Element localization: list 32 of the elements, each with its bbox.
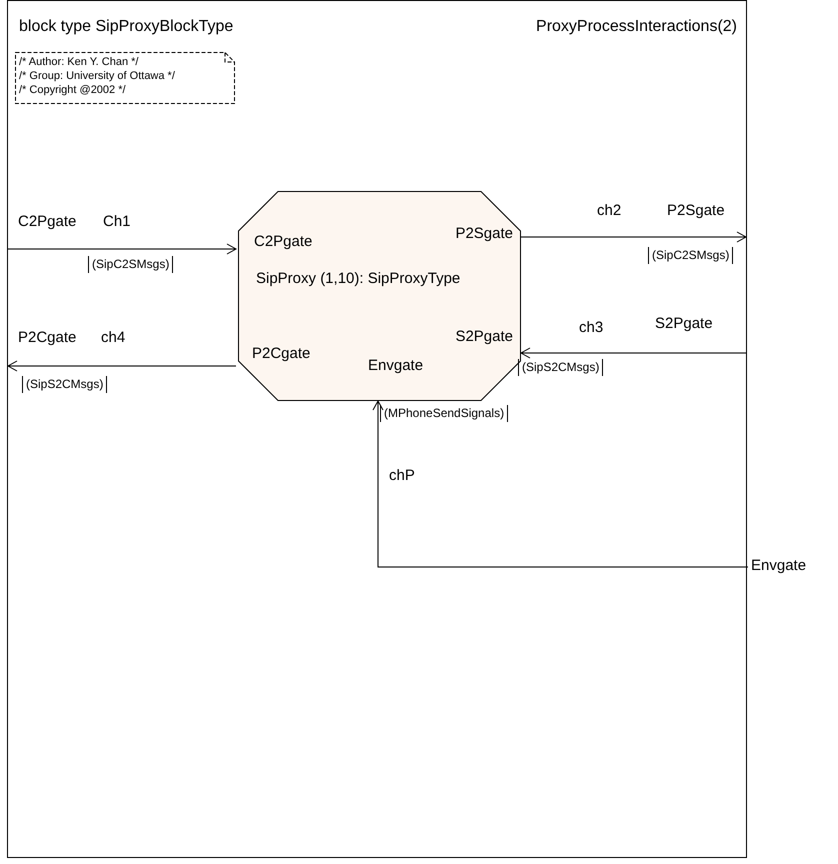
signal-list: (MPhoneSendSignals) [380,405,508,422]
gate-label: S2Pgate [455,329,513,346]
signal-list: (SipS2CMsgs) [518,359,604,376]
channel-arrow [8,360,236,372]
block-frame [7,0,747,858]
block-title: block type SipProxyBlockType [19,18,234,36]
channel-arrow [8,244,236,254]
diagram-name: ProxyProcessInteractions(2) [536,18,737,36]
comment-text: /* Author: Ken Y. Chan */ [19,56,138,68]
signal-list: (SipC2SMsgs) [648,247,734,264]
gate-label: S2Pgate [655,316,713,332]
process-name: SipProxy (1,10): SipProxyType [256,271,460,288]
channel-arrow [372,400,748,568]
comment-text: /* Group: University of Ottawa */ [19,70,175,82]
gate-label: C2Pgate [18,214,76,230]
channel-label: ch3 [579,320,604,336]
gate-label: Envgate [368,358,424,374]
gate-label: C2Pgate [254,234,312,250]
channel-label: ch2 [597,203,622,220]
channel-label: ch4 [101,330,126,346]
channel-arrow [520,232,746,242]
signal-list: (SipS2CMsgs) [22,376,108,394]
comment-text: /* Copyright @2002 */ [19,84,126,96]
channel-arrow [520,348,746,358]
gate-label: P2Sgate [455,226,513,242]
gate-label: P2Sgate [667,203,725,220]
gate-label: P2Cgate [18,330,76,346]
signal-list: (SipC2SMsgs) [88,256,174,274]
gate-label: P2Cgate [252,346,310,362]
channel-label: chP [389,468,415,484]
gate-label: Envgate [751,558,806,574]
channel-label: Ch1 [103,214,131,230]
